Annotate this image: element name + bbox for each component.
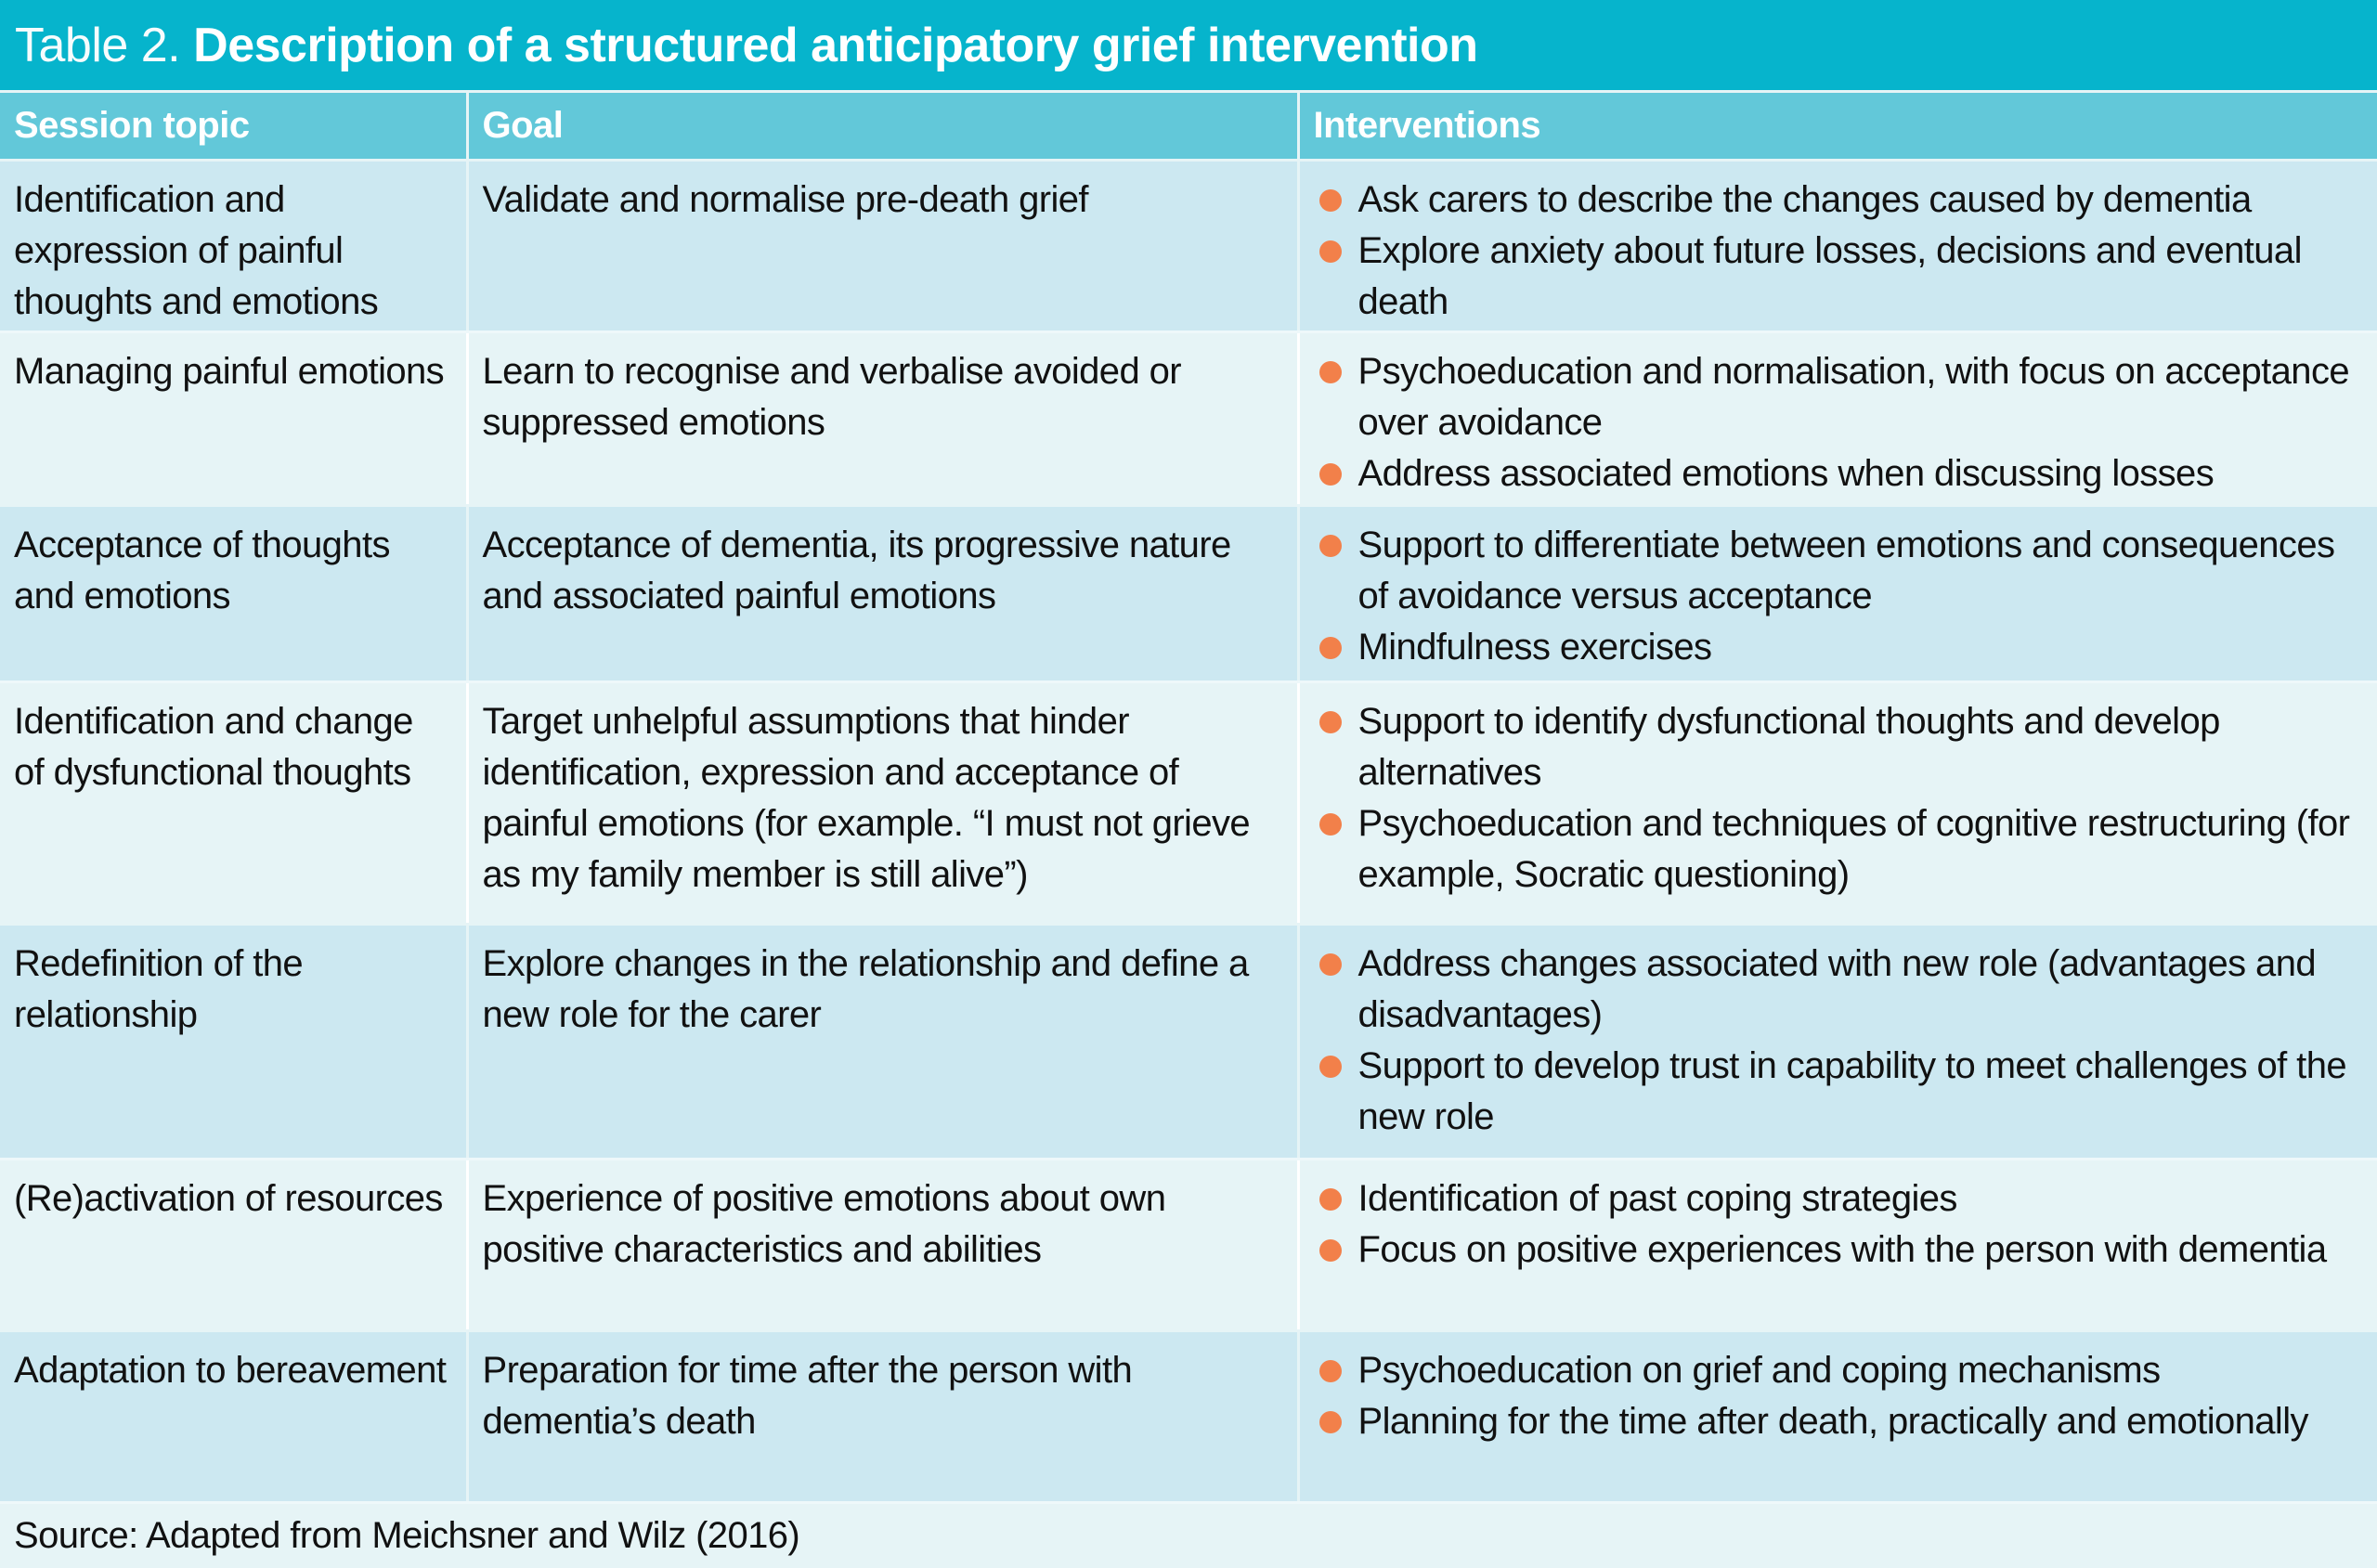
header-goal: Goal bbox=[465, 93, 1298, 162]
intervention-item: Psychoeducation and normalisation, with … bbox=[1318, 346, 2364, 448]
session-topic-cell: Identification and change of dysfunction… bbox=[0, 681, 467, 926]
intervention-item: Support to develop trust in capability t… bbox=[1318, 1041, 2364, 1143]
intervention-item: Psychoeducation on grief and coping mech… bbox=[1318, 1345, 2364, 1396]
interventions-cell: Support to differentiate between emotion… bbox=[1296, 505, 2377, 683]
intervention-item: Address changes associated with new role… bbox=[1318, 939, 2364, 1041]
interventions-cell: Psychoeducation on grief and coping mech… bbox=[1296, 1330, 2377, 1504]
intervention-item: Ask carers to describe the changes cause… bbox=[1318, 175, 2364, 226]
bullet-icon bbox=[1318, 534, 1342, 557]
goal-cell: Explore changes in the relationship and … bbox=[465, 924, 1298, 1160]
session-topic-cell: Acceptance of thoughts and emotions bbox=[0, 505, 467, 683]
intervention-item: Explore anxiety about future losses, dec… bbox=[1318, 226, 2364, 328]
intervention-item: Address associated emotions when discuss… bbox=[1318, 448, 2364, 499]
bullet-icon bbox=[1318, 1055, 1342, 1078]
table-row: Redefinition of the relationship Explore… bbox=[0, 924, 2377, 1160]
bullet-icon bbox=[1318, 360, 1342, 383]
session-topic-cell: (Re)activation of resources bbox=[0, 1159, 467, 1332]
table-number: Table 2. bbox=[15, 18, 181, 72]
intervention-item: Support to differentiate between emotion… bbox=[1318, 520, 2364, 622]
goal-cell: Target unhelpful assumptions that hinder… bbox=[465, 681, 1298, 926]
bullet-icon bbox=[1318, 1238, 1342, 1262]
table-row: (Re)activation of resources Experience o… bbox=[0, 1159, 2377, 1332]
header-row: Session topic Goal Interventions bbox=[0, 93, 2377, 162]
goal-cell: Learn to recognise and verbalise avoided… bbox=[465, 331, 1298, 507]
interventions-cell: Psychoeducation and normalisation, with … bbox=[1296, 331, 2377, 507]
goal-cell: Acceptance of dementia, its progressive … bbox=[465, 505, 1298, 683]
interventions-cell: Ask carers to describe the changes cause… bbox=[1296, 160, 2377, 333]
interventions-cell: Support to identify dysfunctional though… bbox=[1296, 681, 2377, 926]
session-topic-cell: Adaptation to bereavement bbox=[0, 1330, 467, 1504]
intervention-table: Session topic Goal Interventions Identif… bbox=[0, 93, 2377, 1504]
header-interventions: Interventions bbox=[1296, 93, 2377, 162]
goal-cell: Validate and normalise pre-death grief bbox=[465, 160, 1298, 333]
bullet-icon bbox=[1318, 710, 1342, 733]
bullet-icon bbox=[1318, 1410, 1342, 1433]
table-row: Identification and change of dysfunction… bbox=[0, 681, 2377, 926]
intervention-item: Focus on positive experiences with the p… bbox=[1318, 1225, 2364, 1276]
intervention-item: Identification of past coping strategies bbox=[1318, 1173, 2364, 1225]
bullet-icon bbox=[1318, 636, 1342, 659]
interventions-cell: Address changes associated with new role… bbox=[1296, 924, 2377, 1160]
session-topic-cell: Managing painful emotions bbox=[0, 331, 467, 507]
table-row: Identification and expression of painful… bbox=[0, 160, 2377, 333]
session-topic-cell: Redefinition of the relationship bbox=[0, 924, 467, 1160]
table-row: Managing painful emotions Learn to recog… bbox=[0, 331, 2377, 507]
table-row: Acceptance of thoughts and emotions Acce… bbox=[0, 505, 2377, 683]
header-session-topic: Session topic bbox=[0, 93, 467, 162]
table-title: Table 2. Description of a structured ant… bbox=[0, 0, 2377, 93]
bullet-icon bbox=[1318, 188, 1342, 212]
session-topic-cell: Identification and expression of painful… bbox=[0, 160, 467, 333]
source-note: Source: Adapted from Meichsner and Wilz … bbox=[0, 1503, 2377, 1568]
table-caption: Description of a structured anticipatory… bbox=[193, 18, 1478, 72]
bullet-icon bbox=[1318, 462, 1342, 486]
bullet-icon bbox=[1318, 952, 1342, 976]
intervention-item: Support to identify dysfunctional though… bbox=[1318, 696, 2364, 798]
interventions-cell: Identification of past coping strategies… bbox=[1296, 1159, 2377, 1332]
table-row: Adaptation to bereavement Preparation fo… bbox=[0, 1330, 2377, 1504]
intervention-item: Planning for the time after death, pract… bbox=[1318, 1396, 2364, 1447]
intervention-item: Mindfulness exercises bbox=[1318, 622, 2364, 673]
bullet-icon bbox=[1318, 812, 1342, 836]
goal-cell: Preparation for time after the person wi… bbox=[465, 1330, 1298, 1504]
bullet-icon bbox=[1318, 1187, 1342, 1211]
bullet-icon bbox=[1318, 240, 1342, 263]
bullet-icon bbox=[1318, 1359, 1342, 1382]
intervention-item: Psychoeducation and techniques of cognit… bbox=[1318, 798, 2364, 901]
goal-cell: Experience of positive emotions about ow… bbox=[465, 1159, 1298, 1332]
